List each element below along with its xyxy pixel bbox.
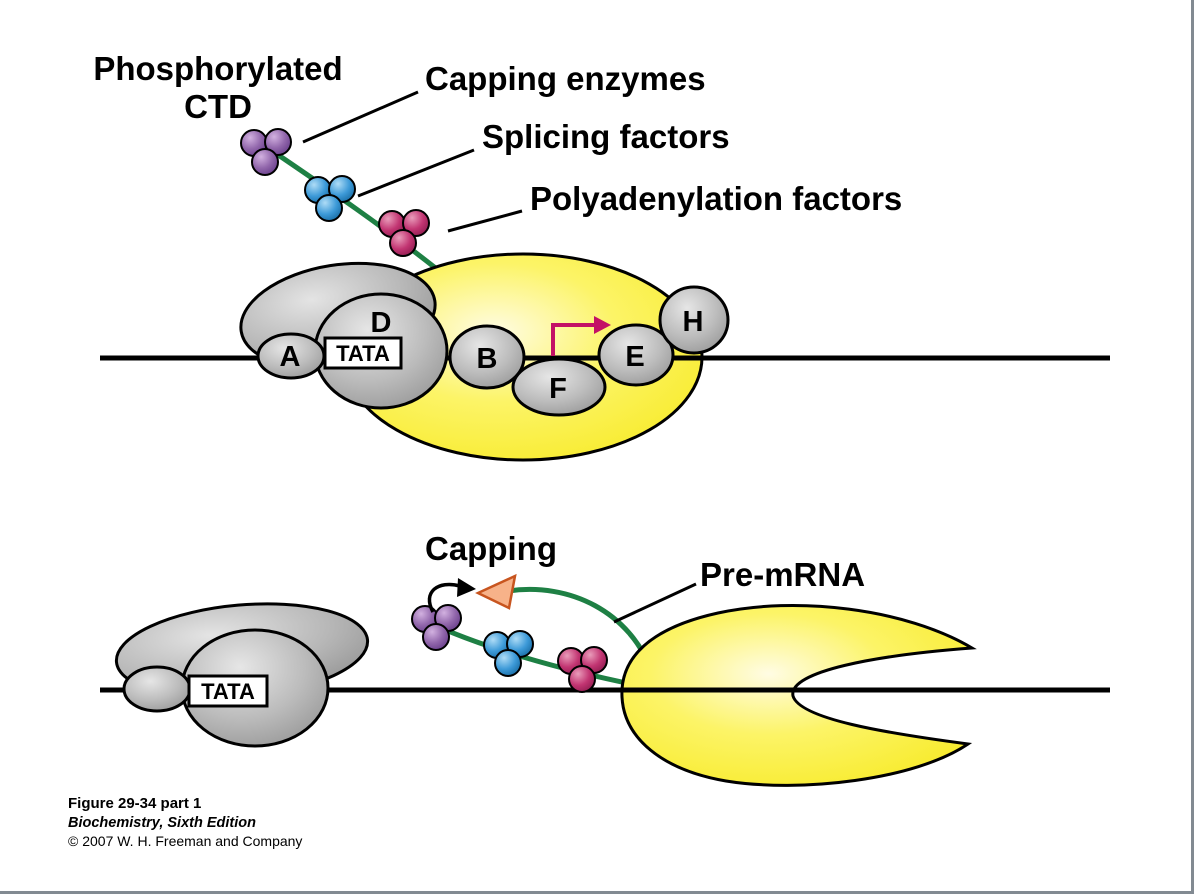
subunit-d-label: D xyxy=(371,307,392,339)
capping-label: Capping xyxy=(425,530,557,567)
copyright-caption: © 2007 W. H. Freeman and Company xyxy=(68,833,302,849)
subunit-e-ellipse xyxy=(597,323,675,387)
rna-polymerase-bottom xyxy=(620,604,977,787)
capping-enzymes-cluster-bottom xyxy=(411,604,462,651)
subunit-h-label: H xyxy=(683,306,704,338)
subunit-f-ellipse xyxy=(511,357,607,417)
capping-enzymes-cluster-top xyxy=(240,128,292,176)
subunit-f-label: F xyxy=(549,373,567,405)
ctd-tail-top xyxy=(266,145,440,272)
splicing-factors-label: Splicing factors xyxy=(482,118,730,155)
pre-mrna-label: Pre-mRNA xyxy=(700,556,865,593)
subunit-h-ellipse xyxy=(658,285,730,355)
splicing-factors-leader-line xyxy=(357,148,475,198)
mrna-cap-icon xyxy=(475,573,517,610)
polyadenylation-factors-cluster-bottom xyxy=(557,646,608,693)
subunit-b-label: B xyxy=(477,343,498,375)
tata-label-top: TATA xyxy=(336,341,390,366)
pre-mrna-leader-line xyxy=(613,582,697,624)
capping-enzymes-label: Capping enzymes xyxy=(425,60,706,97)
tata-label-bottom: TATA xyxy=(201,679,255,704)
subunit-a-label: A xyxy=(280,341,301,373)
polyadenylation-factors-cluster-top xyxy=(378,209,430,257)
figure-number-caption: Figure 29-34 part 1 xyxy=(68,795,201,812)
subunit-e-label: E xyxy=(625,341,644,373)
gray-subunit-small-bottom xyxy=(122,665,192,713)
phosphorylated-ctd-label-line1: Phosphorylated xyxy=(93,50,342,87)
splicing-factors-cluster-top xyxy=(304,175,356,222)
polyadenylation-factors-label: Polyadenylation factors xyxy=(530,180,902,217)
splicing-factors-cluster-bottom xyxy=(483,630,534,677)
ctd-tail-bottom xyxy=(426,619,647,690)
subunit-b-ellipse xyxy=(448,324,526,390)
transcription-start-arrow xyxy=(551,316,611,356)
tata-box-top xyxy=(323,336,403,370)
phosphorylated-ctd-label-line2: CTD xyxy=(184,88,252,125)
capping-arrow xyxy=(427,578,476,613)
book-title-caption: Biochemistry, Sixth Edition xyxy=(68,815,256,831)
capping-enzymes-leader-line xyxy=(302,90,419,144)
polyadenylation-factors-leader-line xyxy=(447,209,523,233)
tata-box-bottom xyxy=(187,674,269,708)
